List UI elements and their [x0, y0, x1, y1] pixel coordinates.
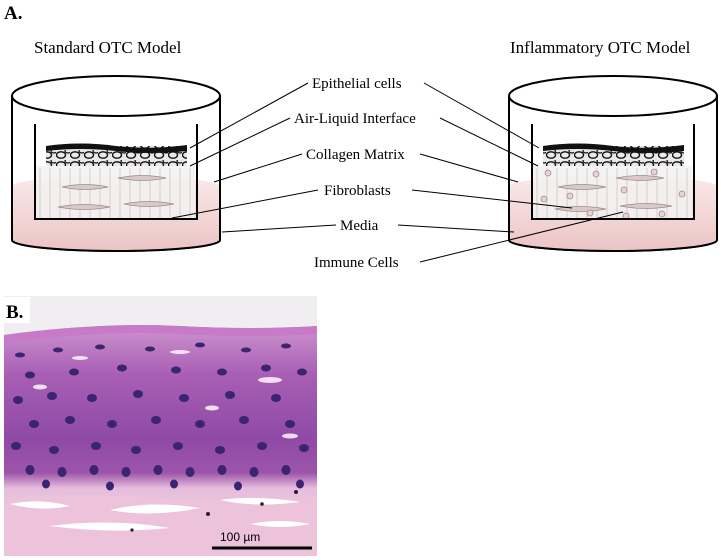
label-epithelial-cells: Epithelial cells	[312, 76, 402, 92]
histology-image	[4, 296, 317, 556]
panel-a-label: A.	[4, 3, 22, 24]
label-media: Media	[340, 218, 379, 234]
scale-bar-label: 100 µm	[220, 530, 260, 544]
standard-otc-well	[11, 75, 221, 252]
right-model-title: Inflammatory OTC Model	[510, 38, 691, 57]
label-fibroblasts: Fibroblasts	[324, 183, 391, 199]
fibroblast-cells	[57, 175, 175, 210]
label-immune-cells: Immune Cells	[314, 255, 399, 271]
panel-b-label: B.	[6, 302, 23, 323]
panel-b-label-box	[4, 297, 30, 323]
leader-lines	[171, 82, 624, 263]
label-collagen-matrix: Collagen Matrix	[306, 147, 405, 163]
inflammatory-otc-well	[508, 75, 718, 252]
left-model-title: Standard OTC Model	[34, 38, 182, 57]
collagen-matrix	[35, 166, 195, 218]
immune-cells	[540, 168, 686, 220]
label-air-liquid-interface: Air-Liquid Interface	[294, 111, 416, 127]
